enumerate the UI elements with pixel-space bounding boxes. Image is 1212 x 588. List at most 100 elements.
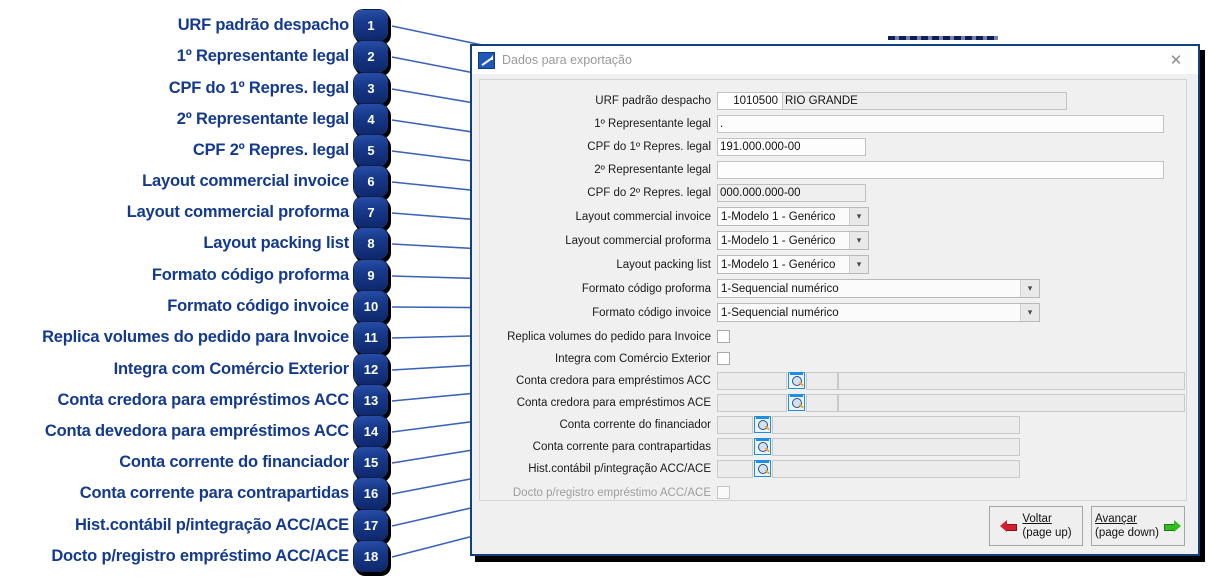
chevron-down-icon[interactable]: ▾: [1020, 280, 1039, 297]
callout-10: Formato código invoice 10: [167, 291, 388, 322]
close-icon[interactable]: ✕: [1169, 52, 1183, 69]
select-formato-invoice[interactable]: 1-Sequencial numérico ▾: [717, 303, 1040, 322]
label-cpf2: CPF do 2º Repres. legal: [587, 187, 711, 199]
chevron-down-icon[interactable]: ▾: [849, 256, 868, 273]
select-layout-proforma[interactable]: 1-Modelo 1 - Genérico ▾: [717, 231, 869, 250]
search-icon[interactable]: [754, 460, 771, 477]
next-button-line1: Avançar: [1095, 512, 1138, 525]
label-formato-proforma: Formato código proforma: [581, 282, 711, 295]
chevron-down-icon[interactable]: ▾: [849, 208, 868, 225]
input-cc-financiador-code[interactable]: [717, 415, 753, 434]
search-icon-handle: [765, 425, 770, 431]
input-ace-credora-account[interactable]: [717, 393, 788, 412]
label-layout-packing: Layout packing list: [616, 258, 711, 271]
callout-label-6: Layout commercial invoice: [142, 172, 349, 190]
input-ace-credora-desc[interactable]: [837, 393, 1186, 412]
select-layout-packing-value: 1-Modelo 1 - Genérico: [721, 258, 836, 271]
input-acc-credora-desc[interactable]: [837, 371, 1186, 390]
input-cpf2[interactable]: 000.000.000-00: [717, 184, 866, 202]
export-data-dialog: Dados para exportação ✕ URF padrão despa…: [470, 44, 1200, 556]
search-icon[interactable]: [788, 394, 806, 411]
search-icon-handle: [799, 403, 805, 409]
label-cc-contrapartidas: Conta corrente para contrapartidas: [532, 440, 711, 453]
input-ace-credora-sub[interactable]: [806, 393, 838, 412]
checkbox-integra-comercio-exterior[interactable]: [717, 352, 730, 365]
export-form: URF padrão despacho 1010500 RIO GRANDE 1…: [479, 90, 1186, 504]
field-row-urf: URF padrão despacho 1010500 RIO GRANDE: [479, 90, 1185, 112]
select-formato-proforma-value: 1-Sequencial numérico: [721, 282, 839, 295]
select-formato-proforma[interactable]: 1-Sequencial numérico ▾: [717, 279, 1040, 298]
input-acc-credora-sub[interactable]: [806, 371, 838, 390]
arrow-left-icon: [1000, 519, 1018, 533]
back-button[interactable]: Voltar (page up): [989, 506, 1083, 546]
dialog-title: Dados para exportação: [502, 53, 632, 67]
callout-label-13: Conta credora para empréstimos ACC: [57, 391, 349, 409]
label-cpf1: CPF do 1º Repres. legal: [587, 141, 711, 153]
field-row-acc-credora: Conta credora para empréstimos ACC: [479, 370, 1186, 391]
search-icon-glass: [792, 376, 803, 386]
input-rep1[interactable]: .: [717, 115, 1164, 133]
search-icon-handle: [765, 469, 770, 475]
field-row-docto: Docto p/registro empréstimo ACC/ACE: [479, 482, 1185, 503]
input-hist-contabil-code[interactable]: [717, 459, 753, 478]
input-rep2[interactable]: [717, 161, 1164, 179]
select-layout-invoice[interactable]: 1-Modelo 1 - Genérico ▾: [717, 207, 869, 226]
arrow-right-icon: [1163, 519, 1181, 533]
input-cc-contrapartidas-code[interactable]: [717, 437, 753, 456]
callout-badge-11: 11: [354, 322, 388, 353]
search-icon[interactable]: [754, 416, 771, 433]
label-docto: Docto p/registro empréstimo ACC/ACE: [512, 486, 711, 499]
input-acc-credora-account[interactable]: [717, 371, 788, 390]
callout-label-1: URF padrão despacho: [177, 16, 350, 34]
callout-label-5: CPF 2º Repres. legal: [192, 141, 349, 159]
callout-badge-13: 13: [354, 385, 388, 416]
callout-label-10: Formato código invoice: [167, 297, 349, 315]
app-chart-icon: [478, 51, 495, 69]
search-icon-glass: [758, 442, 768, 452]
field-row-hist-contabil: Hist.contábil p/integração ACC/ACE: [479, 458, 1185, 479]
input-urf-code[interactable]: 1010500: [717, 92, 783, 110]
field-row-formato-proforma: Formato código proforma 1-Sequencial num…: [479, 277, 1185, 300]
search-icon-bar: [756, 439, 769, 441]
input-urf-name[interactable]: RIO GRANDE: [783, 92, 1067, 110]
search-icon-glass: [792, 398, 803, 408]
input-hist-contabil-desc[interactable]: [772, 459, 1020, 478]
next-button[interactable]: Avançar (page down): [1091, 506, 1185, 546]
checkbox-replica-volumes[interactable]: [717, 330, 730, 343]
select-layout-packing[interactable]: 1-Modelo 1 - Genérico ▾: [717, 255, 869, 274]
callout-label-4: 2º Representante legal: [176, 110, 349, 128]
search-icon[interactable]: [754, 438, 771, 455]
field-row-layout-invoice: Layout commercial invoice 1-Modelo 1 - G…: [479, 205, 1185, 228]
search-icon-handle: [799, 381, 805, 387]
search-icon-bar: [790, 373, 804, 375]
callout-label-2: 1º Representante legal: [176, 47, 349, 65]
field-row-cpf2: CPF do 2º Repres. legal 000.000.000-00: [479, 182, 1185, 204]
field-row-layout-proforma: Layout commercial proforma 1-Modelo 1 - …: [479, 229, 1185, 252]
search-icon[interactable]: [788, 372, 806, 389]
callout-badge-3: 3: [354, 73, 388, 104]
search-icon-glass: [758, 420, 768, 430]
input-cc-financiador-desc[interactable]: [772, 415, 1020, 434]
field-row-cpf1: CPF do 1º Repres. legal 191.000.000-00: [479, 136, 1185, 158]
select-layout-invoice-value: 1-Modelo 1 - Genérico: [721, 210, 836, 223]
chevron-down-icon[interactable]: ▾: [1020, 304, 1039, 321]
callout-badge-10: 10: [354, 291, 388, 322]
next-button-line2: (page down): [1095, 527, 1159, 539]
label-urf: URF padrão despacho: [595, 95, 711, 107]
input-cpf1[interactable]: 191.000.000-00: [717, 138, 866, 156]
chevron-down-icon[interactable]: ▾: [849, 232, 868, 249]
callout-label-18: Docto p/registro empréstimo ACC/ACE: [51, 547, 349, 565]
back-button-text: Voltar (page up): [1022, 512, 1071, 541]
search-icon-bar: [756, 461, 769, 463]
next-button-text: Avançar (page down): [1095, 512, 1159, 541]
input-cc-contrapartidas-desc[interactable]: [772, 437, 1020, 456]
background-window-strip: [888, 36, 998, 40]
